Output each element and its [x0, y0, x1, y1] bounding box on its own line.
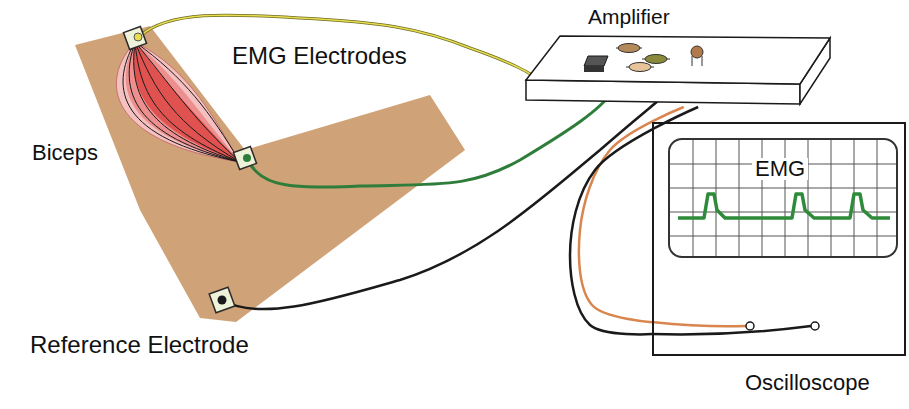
component-lead: [692, 56, 693, 66]
grid-line: [831, 140, 832, 256]
electrode-label: EMG Electrodes: [232, 44, 407, 68]
electrode-pad: [233, 146, 256, 169]
node-text: EMG: [752, 158, 808, 180]
electrode: [233, 146, 256, 169]
reference-wire: [222, 92, 668, 309]
grid-line: [739, 140, 740, 256]
grid-line: [670, 236, 896, 237]
muscle-fiber: [135, 42, 240, 162]
muscle-fiber: [135, 42, 240, 162]
board-top: [526, 36, 830, 84]
muscle-fiber: [135, 42, 240, 162]
electrode: [123, 26, 146, 49]
oscilloscope-screen: EMG: [668, 138, 898, 258]
oscilloscope: Oscilloscope EMG: [652, 122, 909, 400]
resistor: [645, 55, 667, 64]
probe-wire: [652, 326, 811, 334]
probe-wire: [652, 322, 746, 326]
electrode-wire: [140, 15, 545, 84]
resistor: [618, 44, 640, 53]
muscle-label: Biceps: [32, 142, 98, 164]
chip: [584, 56, 608, 66]
amplifier-board: Amplifier: [520, 6, 841, 107]
component-lead: [702, 56, 703, 66]
electrode-wire: [140, 15, 545, 84]
input-terminal: [746, 322, 754, 330]
muscle-fiber: [129, 42, 240, 162]
grid-line: [670, 188, 896, 189]
muscle-fiber: [134, 42, 240, 162]
chip: [584, 66, 604, 72]
electrode-contact: [243, 154, 251, 162]
grid-line: [693, 140, 694, 256]
input-terminal: [811, 322, 819, 330]
emg-trace: [678, 194, 890, 218]
capacitor: [691, 46, 703, 58]
node-text: Oscilloscope: [745, 372, 909, 394]
electrode-wire: [248, 92, 612, 187]
electrode-pad: [123, 26, 146, 49]
resistor: [629, 63, 651, 72]
electrode-contact: [134, 33, 142, 41]
grid-line: [877, 140, 878, 256]
reference-electrode: [209, 287, 235, 313]
muscle-fiber: [123, 42, 240, 162]
amplifier-board: [520, 6, 835, 107]
muscle-fibers: [123, 42, 240, 162]
biceps-muscle: [116, 42, 240, 162]
electrode-label: Reference Electrode: [30, 333, 249, 357]
biceps-muscle: [126, 42, 240, 162]
electrode-pad: [209, 287, 235, 313]
node-text: Amplifier: [588, 6, 841, 27]
muscle-fiber: [135, 42, 240, 162]
electrode-contact: [218, 296, 227, 305]
